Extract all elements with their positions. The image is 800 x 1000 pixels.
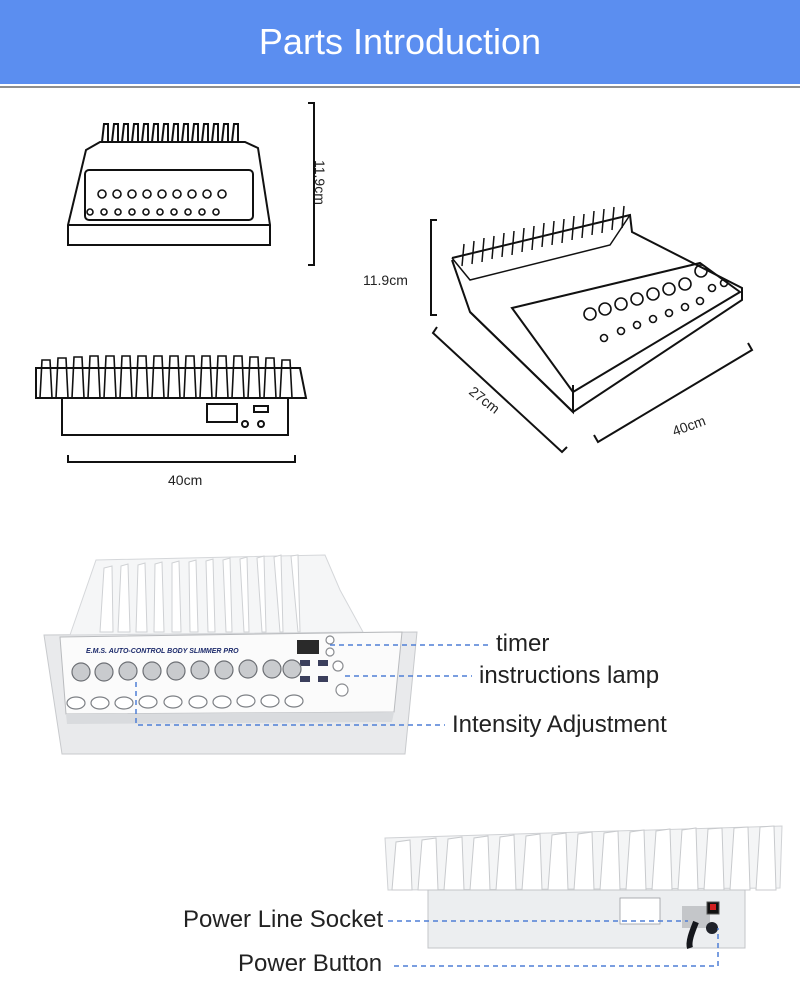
rear-callout-leader-lines <box>388 920 719 967</box>
isometric-view-drawing <box>451 205 743 415</box>
depth-dimension-line <box>431 326 568 454</box>
callout-leader-lines <box>135 644 488 726</box>
page-title: Parts Introduction <box>0 0 800 84</box>
front-view-drawing <box>67 123 271 246</box>
intensity-adjustment-callout: Intensity Adjustment <box>452 711 667 738</box>
width-iso-dimension-line <box>593 342 754 444</box>
front-height-dimension-line <box>308 102 315 266</box>
device-front-photo: E.M.S. AUTO-CONTROL BODY SLIMMER PRO <box>43 554 418 755</box>
front-width-label: 40cm <box>168 472 203 488</box>
title-divider <box>0 86 800 88</box>
side-height-dimension-line <box>430 219 437 316</box>
power-line-socket-callout: Power Line Socket <box>183 906 384 933</box>
rear-view-drawing <box>35 355 308 436</box>
power-button-callout: Power Button <box>238 950 383 977</box>
instructions-lamp-callout: instructions lamp <box>479 662 660 689</box>
device-rear-photo <box>384 825 783 949</box>
front-width-dimension-line <box>67 455 296 463</box>
side-height-label: 11.9cm <box>363 272 408 288</box>
front-height-label: 11.9cm <box>312 160 328 205</box>
device-brand-text: E.M.S. AUTO-CONTROL BODY SLIMMER PRO <box>86 648 239 655</box>
timer-callout: timer <box>496 630 550 657</box>
